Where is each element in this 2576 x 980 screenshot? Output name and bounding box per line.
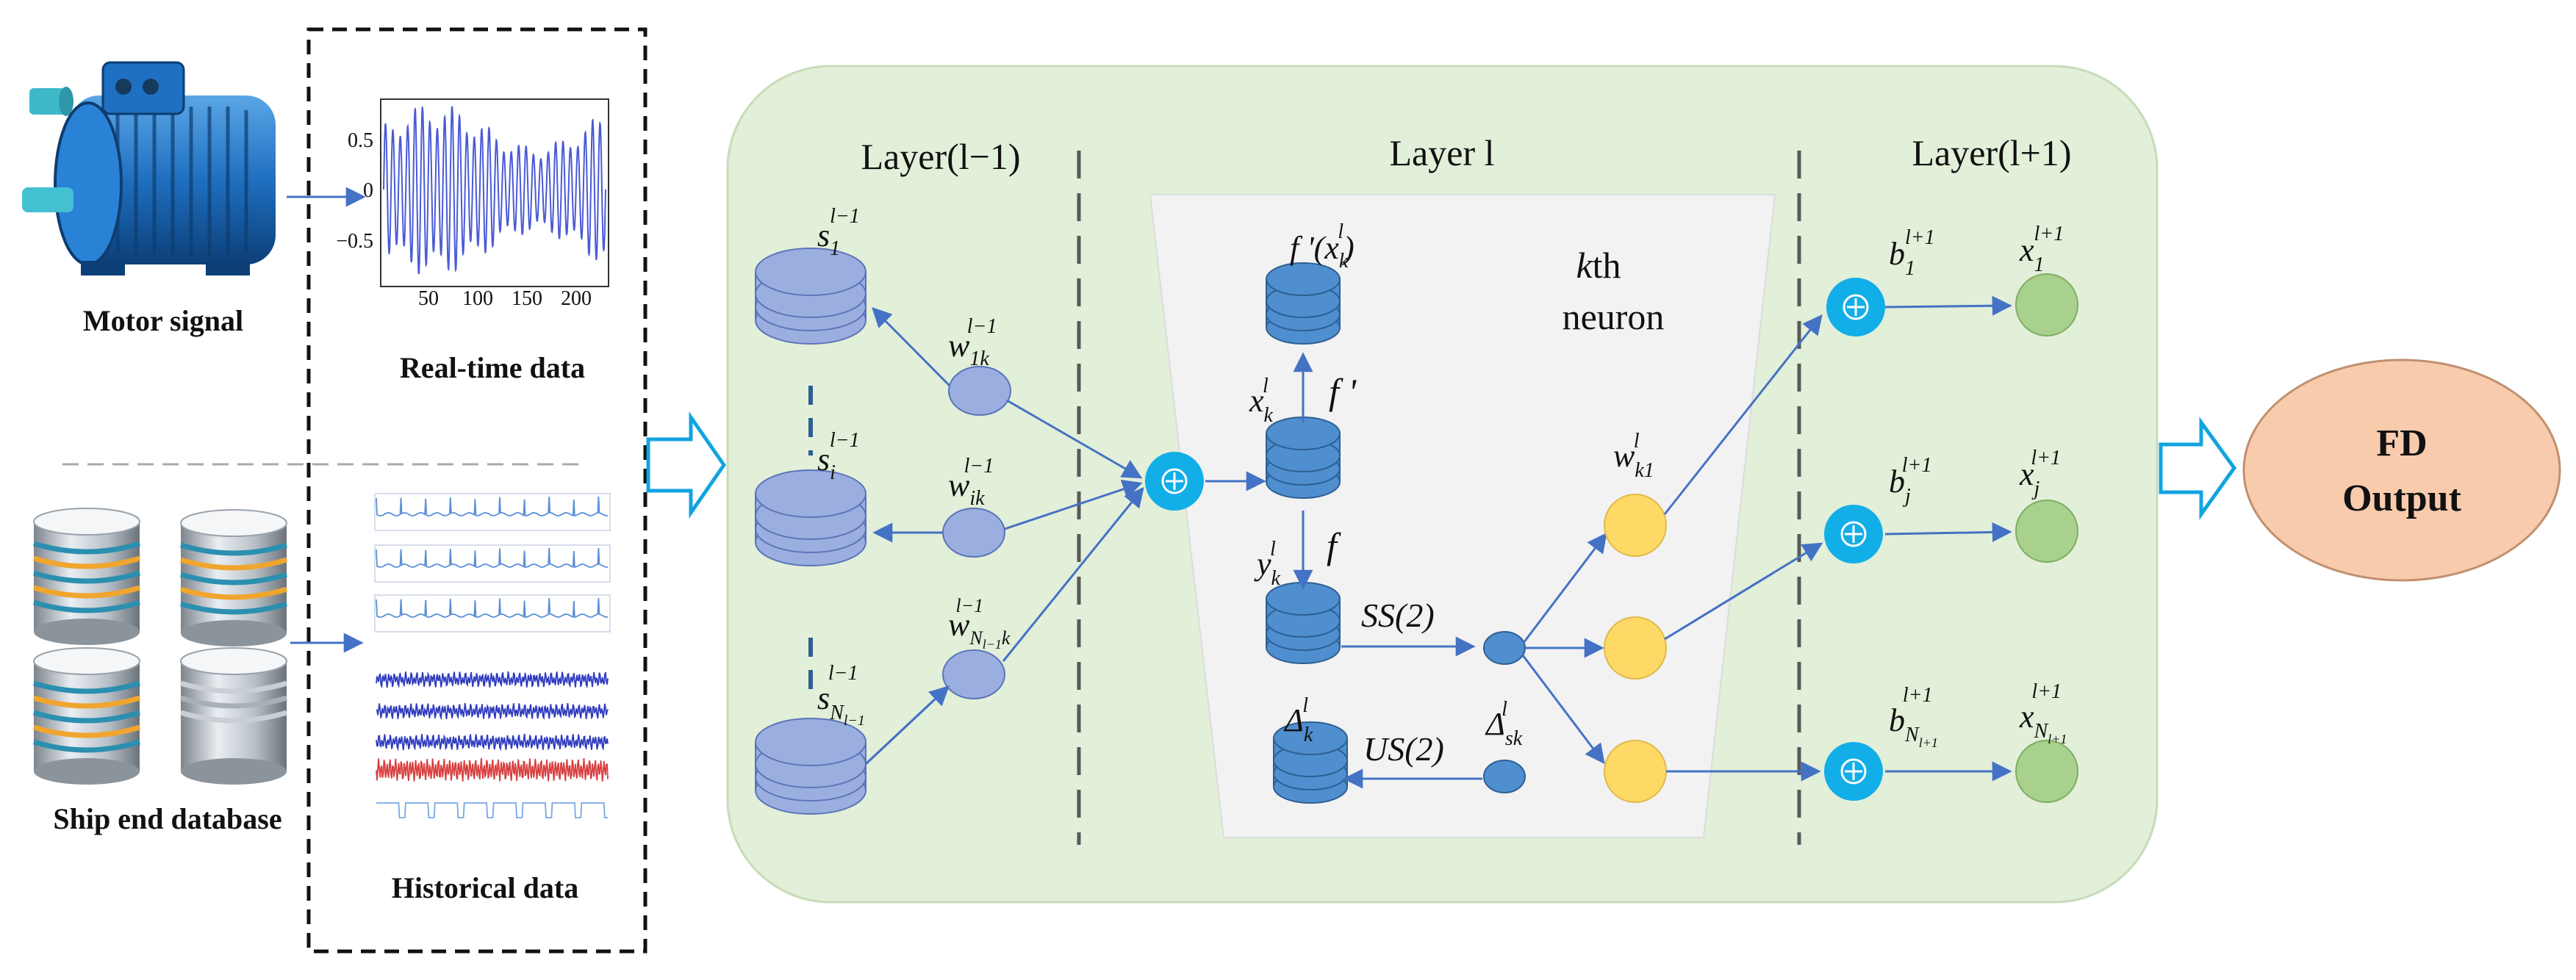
bias-sum-node-1 [1826, 278, 1885, 336]
database-icons [32, 508, 288, 785]
neuron-fprime [1266, 262, 1341, 345]
motor-image [22, 61, 276, 275]
historical-trace-3 [374, 594, 611, 633]
arrow-orange1-b1 [1663, 314, 1823, 515]
realtime-data-label: Real-time data [400, 351, 585, 384]
arrow-b1-x1 [1884, 295, 2012, 316]
arrow-wNk-sum [1002, 486, 1144, 662]
historical-trace-7 [376, 757, 609, 782]
kth-neuron-region [1149, 194, 1776, 838]
label-bN: bNl+1l+1 [1889, 684, 1938, 750]
label-wik: wikl−1 [948, 455, 994, 510]
weight-node-1k [948, 366, 1011, 416]
historical-trace-2 [374, 544, 611, 583]
label-xj: xjl+1 [2019, 447, 2061, 500]
label-b1: b1l+1 [1889, 226, 1935, 280]
neuron-yk [1266, 582, 1341, 664]
historical-data-label: Historical data [392, 871, 578, 904]
weight-node-k1 [1604, 494, 1667, 557]
output-node-N [2015, 740, 2078, 803]
arrow-ss-orange1 [1522, 532, 1607, 644]
arrow-sN-wNk [864, 685, 950, 765]
weight-node-k2 [1604, 616, 1667, 680]
label-us2: US(2) [1363, 730, 1444, 768]
label-wk1: wk1l [1613, 430, 1654, 482]
output-node-1 [2015, 273, 2078, 336]
label-delta-sk: Δskl [1485, 698, 1523, 750]
historical-trace-5 [376, 702, 609, 721]
label-bj: bjl+1 [1889, 454, 1931, 508]
bias-sum-node-3 [1824, 742, 1883, 801]
realtime-plot: 0.5 0 −0.5 50 100 150 200 [336, 98, 609, 310]
label-s1: s1l−1 [817, 205, 860, 260]
label-wNk: wNl−1kl−1 [948, 595, 1011, 652]
label-x1: x1l+1 [2019, 223, 2064, 276]
label-xN: xNl+1l+1 [2019, 680, 2067, 746]
database-icon-3 [32, 647, 141, 785]
label-sN: sNl−1l−1 [817, 662, 865, 729]
label-yk: ykl [1254, 538, 1281, 590]
label-si: sil−1 [817, 429, 860, 484]
fd-output-line2: Output [2342, 478, 2462, 519]
weight-node-k3 [1604, 740, 1667, 803]
plot-xtick-3: 150 [512, 287, 542, 310]
database-icon-1 [32, 508, 141, 645]
bias-sum-node-2 [1824, 505, 1883, 563]
layer-cur-title: Layer l [1390, 132, 1495, 173]
neuron-delta [1273, 721, 1348, 804]
layer-next-title: Layer(l+1) [1912, 132, 2072, 173]
historical-plots [374, 493, 611, 818]
plot-ytick-1: 0.5 [348, 129, 373, 152]
plot-xtick-4: 200 [561, 287, 592, 310]
weight-node-ik [942, 508, 1005, 558]
delta-sk-node [1483, 760, 1526, 793]
label-w1k: w1kl−1 [948, 315, 997, 370]
output-hollow-arrow [2159, 417, 2237, 520]
neuron-label: neuron [1563, 296, 1665, 337]
layer-prev-title: Layer(l−1) [861, 136, 1021, 177]
historical-trace-8 [376, 802, 608, 818]
neuron-xk [1266, 417, 1341, 499]
plot-xtick-2: 100 [462, 287, 493, 310]
label-fprime-x: f '(xkl) [1290, 220, 1355, 273]
historical-trace-6 [376, 733, 609, 752]
motor-signal-label: Motor signal [83, 304, 243, 337]
arrow-wik-sum [1004, 479, 1143, 530]
plot-ytick-3: −0.5 [336, 230, 373, 253]
plot-ytick-2: 0 [363, 179, 373, 202]
ship-database-label: Ship end database [53, 802, 281, 835]
fd-output-node [2242, 359, 2561, 582]
historical-trace-4 [376, 671, 609, 689]
arrow-bj-xj [1884, 522, 2012, 542]
bias-sum-nodes [1824, 278, 1885, 801]
label-delta-k: Δkl [1283, 694, 1313, 746]
prev-neuron-i [755, 469, 867, 566]
arrow-orange2-bj [1664, 542, 1823, 641]
database-icon-2 [179, 509, 288, 646]
fd-output-line1: FD [2376, 422, 2427, 464]
kth-k: k [1576, 245, 1593, 286]
weight-node-Nk [942, 649, 1005, 699]
data-source-box [306, 27, 647, 954]
label-ss2: SS(2) [1361, 597, 1435, 634]
input-hollow-arrow [646, 411, 727, 519]
prev-neuron-N [755, 718, 867, 815]
realtime-waveform [383, 105, 606, 275]
prev-neuron-1 [755, 248, 867, 345]
kth-th: th [1593, 245, 1621, 286]
output-node-j [2015, 500, 2078, 563]
subsample-node [1483, 631, 1526, 665]
kth-label: kth [1576, 245, 1621, 286]
sum-node-input [1145, 452, 1204, 511]
plot-xtick-1: 50 [418, 287, 439, 310]
historical-trace-1 [374, 493, 611, 531]
arrow-w1k-s1 [872, 307, 951, 387]
arrow-ss-orange3 [1521, 655, 1605, 765]
label-xk: xkl [1249, 375, 1274, 427]
database-icon-4 [179, 647, 288, 785]
arrow-w1k-sum [1006, 399, 1143, 479]
label-f-prime: f ' [1329, 371, 1357, 412]
